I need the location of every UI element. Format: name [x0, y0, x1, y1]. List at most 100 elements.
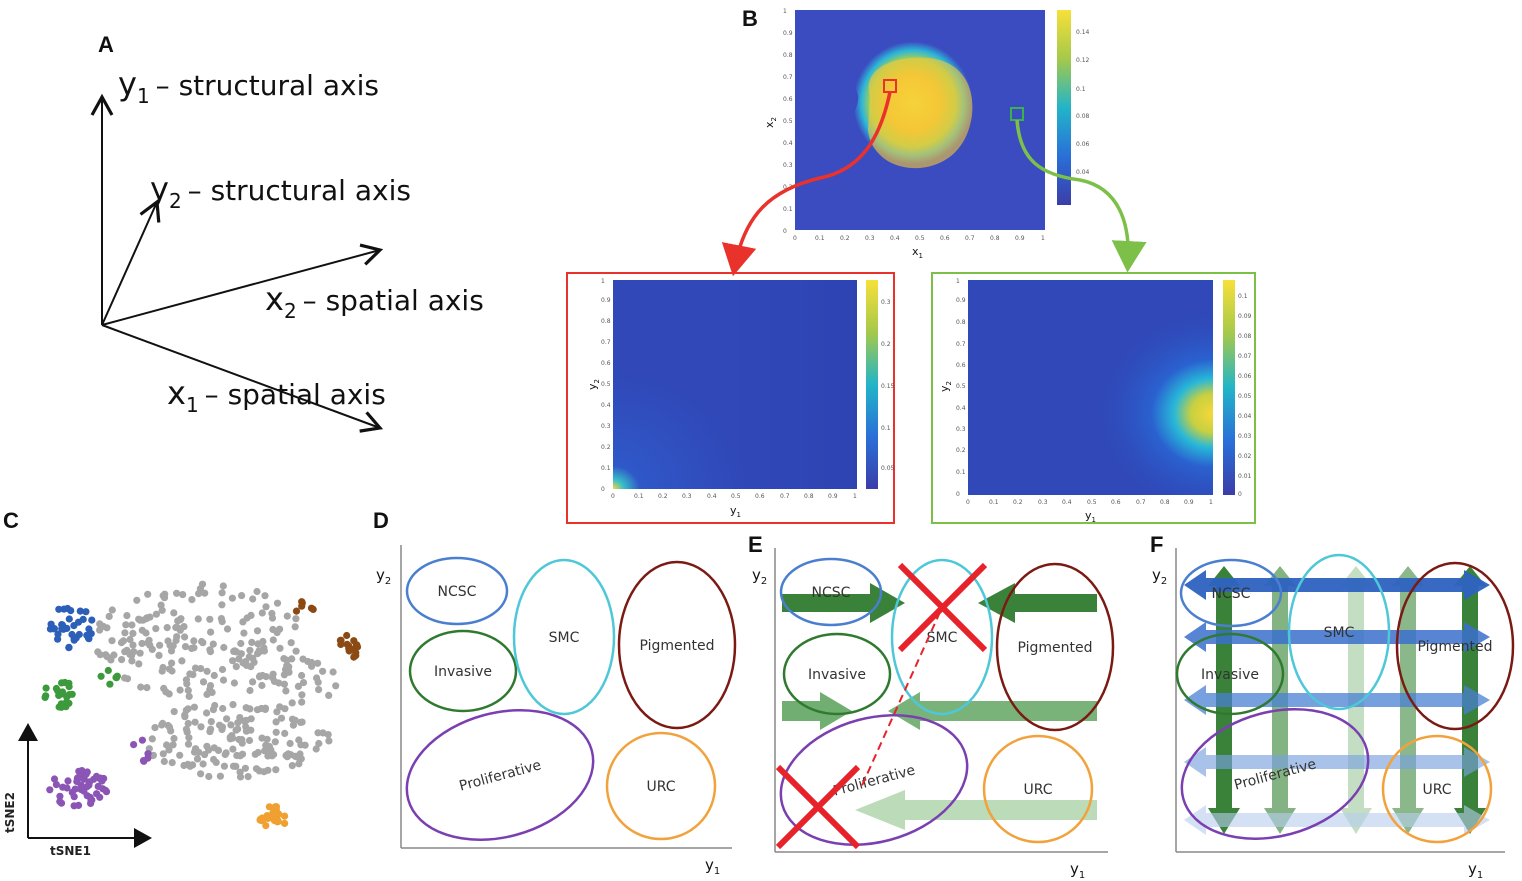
tsne-point-blue — [58, 625, 66, 633]
tsne-point-gray — [136, 649, 144, 657]
svg-text:0.4: 0.4 — [707, 493, 717, 500]
tsne-point-gray — [238, 750, 247, 758]
tsne-point-gray — [245, 736, 254, 745]
tsne-point-gray — [152, 610, 160, 618]
tsne-point-orange — [281, 812, 289, 820]
e-urc-ellipse — [982, 734, 1094, 844]
tsne-point-gray — [240, 629, 248, 637]
e-smc-ellipse — [890, 558, 994, 716]
tsne-point-gray — [184, 686, 192, 695]
tsne-point-gray — [191, 718, 199, 726]
tsne-point-gray — [288, 715, 297, 723]
tsne-point-gray — [280, 680, 288, 688]
tsne-point-purple — [56, 792, 64, 800]
x2-axis-arrow — [101, 243, 384, 326]
tsne-point-orange — [273, 818, 281, 826]
tsne-point-gray — [179, 591, 187, 599]
svg-text:0.7: 0.7 — [783, 74, 793, 81]
tsne-point-orange — [269, 812, 277, 821]
tsne-point-gray — [108, 606, 116, 614]
tsne-point-gray — [144, 590, 152, 598]
tsne-point-gray — [269, 636, 277, 644]
tsne-point-gray — [272, 728, 280, 736]
svg-text:1: 1 — [783, 8, 787, 15]
tsne-point-gray — [207, 718, 215, 726]
tsne-point-gray — [146, 613, 154, 621]
svg-text:0.02: 0.02 — [1238, 453, 1252, 460]
svg-text:0.7: 0.7 — [601, 339, 611, 346]
tsne-point-gray — [270, 750, 278, 759]
right-colorbar-ticks: 0.10.090.080.07 0.060.050.040.03 0.020.0… — [1238, 293, 1252, 498]
left-heatmap-yticks: 10.90.80.70.6 0.50.40.30.20.10 — [601, 278, 611, 493]
tsne-point-blue — [70, 636, 78, 644]
svg-text:0: 0 — [793, 235, 797, 242]
tsne-point-gray — [206, 646, 214, 654]
tsne-point-gray — [319, 667, 327, 675]
svg-text:0.9: 0.9 — [828, 493, 838, 500]
svg-text:0.5: 0.5 — [731, 493, 741, 500]
tsne-point-brown — [292, 607, 301, 615]
svg-text:0.09: 0.09 — [1238, 313, 1252, 320]
f-pigmented-ellipse — [1395, 561, 1515, 731]
tsne-point-gray — [110, 651, 118, 659]
svg-text:0.3: 0.3 — [601, 423, 611, 430]
tsne-point-gray — [176, 626, 184, 634]
tsne-point-gray — [276, 625, 284, 633]
svg-text:0: 0 — [783, 228, 787, 235]
tsne-point-gray — [233, 751, 241, 760]
tsne-point-gray — [159, 750, 167, 758]
tsne-point-gray — [262, 741, 270, 750]
svg-text:0.9: 0.9 — [1015, 235, 1025, 242]
svg-text:0.9: 0.9 — [956, 297, 966, 304]
tsne-point-gray — [123, 612, 131, 620]
tsne-point-gray — [108, 637, 116, 645]
tsne-point-blue — [67, 607, 75, 615]
tsne-point-orange — [262, 822, 270, 830]
tsne-point-gray — [246, 686, 254, 695]
svg-text:0.8: 0.8 — [804, 493, 814, 500]
svg-text:0.2: 0.2 — [658, 493, 668, 500]
tsne-point-gray — [308, 658, 316, 667]
tsne-point-blue — [50, 625, 59, 633]
svg-text:0.1: 0.1 — [601, 465, 611, 472]
tsne-point-gray — [288, 699, 296, 707]
tsne-point-gray — [184, 719, 192, 728]
tsne-point-gray — [253, 706, 262, 714]
svg-text:0: 0 — [611, 493, 615, 500]
tsne-point-orange — [275, 810, 283, 818]
tsne-point-gray — [170, 609, 178, 617]
svg-text:0.05: 0.05 — [881, 465, 895, 472]
tsne-point-gray — [167, 727, 175, 735]
tsne-point-gray — [297, 755, 305, 763]
panel-label-d: D — [373, 508, 389, 533]
tsne-point-gray — [181, 711, 189, 719]
tsne-point-gray — [238, 736, 246, 744]
tsne-point-gray — [168, 659, 176, 667]
tsne-point-purple — [98, 777, 106, 785]
tsne-point-purple — [56, 798, 64, 806]
svg-text:0.3: 0.3 — [1038, 499, 1048, 506]
svg-text:0: 0 — [1238, 491, 1242, 498]
tsne-point-gray — [170, 734, 178, 743]
tsne-point-gray — [152, 625, 160, 633]
tsne-point-orange — [281, 819, 289, 828]
tsne-point-gray — [269, 670, 277, 678]
top-heatmap-yticks: 10.90.80.7 0.60.50.40.3 0.20.10 — [783, 8, 793, 235]
tsne-point-blue — [88, 616, 96, 624]
tsne-point-gray — [242, 658, 250, 666]
svg-text:0.8: 0.8 — [990, 235, 1000, 242]
left-inset-frame — [566, 272, 895, 524]
red-connector-arrow — [721, 91, 892, 277]
panel-a: A y1– structural axis y2– structural axi… — [90, 32, 484, 433]
tsne-point-brown — [345, 645, 353, 653]
tsne-point-gray — [237, 639, 245, 648]
x1-axis-label: x1– spatial axis — [167, 374, 386, 417]
tsne-point-gray — [185, 692, 193, 701]
tsne-point-purple — [94, 782, 102, 791]
svg-text:0.3: 0.3 — [783, 162, 793, 169]
tsne-point-gray — [229, 701, 237, 709]
tsne-point-gray — [181, 643, 190, 651]
tsne-point-gray — [314, 659, 322, 667]
svg-text:0.7: 0.7 — [956, 341, 966, 348]
tsne-point-purple — [101, 786, 110, 794]
